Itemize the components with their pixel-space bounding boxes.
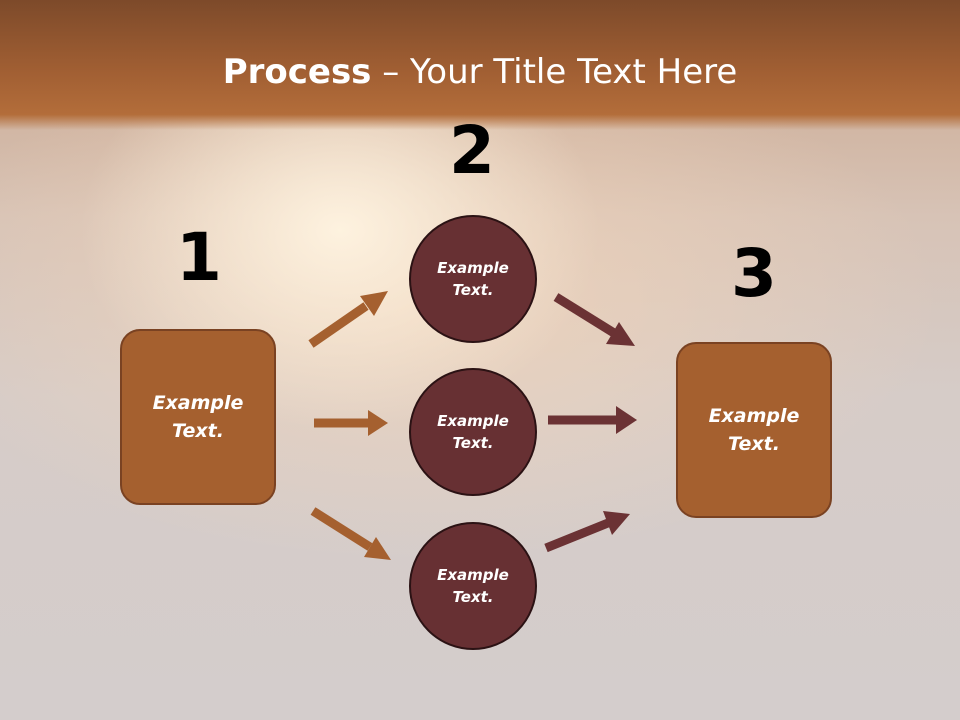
step-3-number: 3 bbox=[731, 235, 777, 312]
circle-bottom[interactable]: Example Text. bbox=[409, 522, 537, 650]
circle-middle[interactable]: Example Text. bbox=[409, 368, 537, 496]
title-band bbox=[0, 0, 960, 130]
step-1-label: Example Text. bbox=[152, 391, 244, 443]
arrow-bottom-to-right bbox=[544, 511, 630, 553]
circle-top-label: Example Text. bbox=[437, 258, 509, 300]
step-1-number: 1 bbox=[176, 219, 222, 296]
arrow-left-to-middle bbox=[314, 410, 388, 436]
arrow-top-to-right bbox=[553, 293, 635, 346]
title-bold: Process bbox=[222, 52, 372, 92]
step-3-box[interactable]: Example Text. bbox=[676, 342, 832, 518]
circle-middle-label: Example Text. bbox=[437, 411, 509, 453]
slide-title[interactable]: Process – Your Title Text Here bbox=[0, 52, 960, 92]
circle-bottom-label: Example Text. bbox=[437, 565, 509, 607]
arrow-left-to-bottom bbox=[310, 507, 391, 560]
title-rest: – Your Title Text Here bbox=[371, 52, 738, 92]
arrow-middle-to-right bbox=[548, 406, 637, 434]
step-2-number: 2 bbox=[449, 112, 495, 189]
step-3-label: Example Text. bbox=[708, 404, 800, 456]
circle-top[interactable]: Example Text. bbox=[409, 215, 537, 343]
step-1-box[interactable]: Example Text. bbox=[120, 329, 276, 505]
arrow-left-to-top bbox=[308, 291, 388, 348]
